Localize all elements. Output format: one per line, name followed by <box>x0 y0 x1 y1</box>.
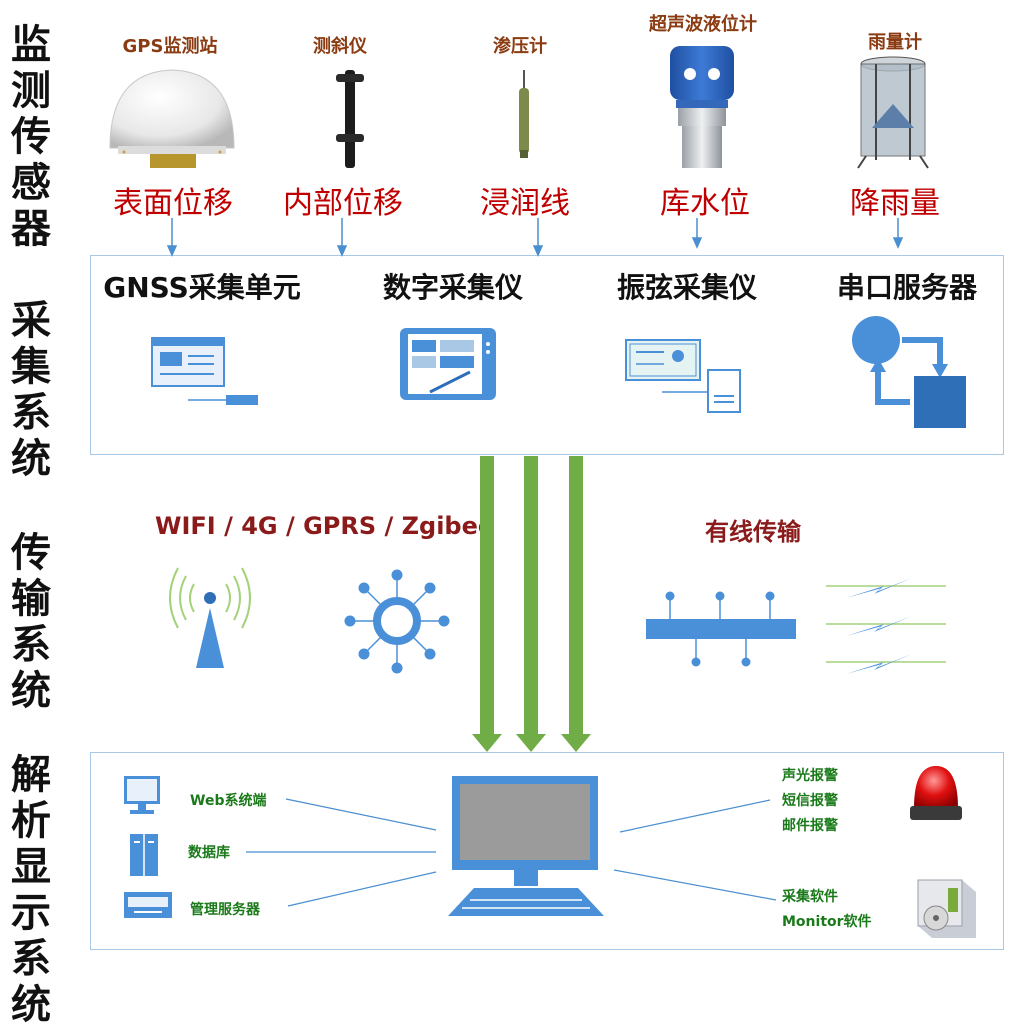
section-label-acquire: 采集系统 <box>11 298 51 482</box>
software-box-icon <box>917 879 976 938</box>
server-icon <box>124 892 172 918</box>
monitor-icon <box>124 776 160 814</box>
measure-water-level: 库水位 <box>660 186 750 221</box>
unit-title-digital: 数字采集仪 <box>382 271 523 304</box>
database-label: 数据库 <box>188 845 230 861</box>
tablet-icon <box>400 328 496 400</box>
sensor-name-ultrasonic: 超声波液位计 <box>649 14 757 35</box>
measure-internal-displacement: 内部位移 <box>283 186 403 221</box>
wireless-tower-icon <box>169 567 251 668</box>
signal-lightning-icon <box>826 578 946 674</box>
web-system-label: Web系统端 <box>190 793 267 809</box>
sensor-to-acquisition-arrows <box>166 218 904 257</box>
alarm-sound-light: 声光报警 <box>782 768 838 784</box>
network-hub-icon <box>344 569 450 674</box>
piezometer-icon <box>519 70 529 158</box>
central-computer-icon <box>448 776 604 916</box>
sensor-name-inclinometer: 测斜仪 <box>313 36 367 57</box>
database-icon <box>130 834 158 876</box>
diagram-graphics <box>109 46 976 938</box>
alarm-sms: 短信报警 <box>782 793 838 809</box>
sensor-name-rain-gauge: 雨量计 <box>868 32 922 53</box>
sensor-name-gps: GPS监测站 <box>122 36 218 57</box>
acquisition-box <box>90 255 1004 455</box>
wired-bus-icon <box>646 591 796 667</box>
gps-dome-icon <box>109 69 235 168</box>
connector-lines <box>246 798 777 907</box>
unit-title-serial: 串口服务器 <box>836 271 977 304</box>
measure-phreatic-line: 浸润线 <box>480 186 570 221</box>
section-label-display: 解析显示系统 <box>11 752 51 1028</box>
unit-title-gnss: GNSS采集单元 <box>103 271 301 304</box>
sensor-name-piezometer: 渗压计 <box>493 36 547 57</box>
section-label-monitor: 监测传感器 <box>11 22 51 252</box>
wireless-label: WIFI / 4G / GPRS / Zgibee <box>155 512 495 540</box>
management-server-label: 管理服务器 <box>190 902 260 918</box>
wired-label: 有线传输 <box>705 518 801 546</box>
alarm-light-icon <box>910 766 962 820</box>
data-flow-arrows <box>472 456 591 752</box>
inclinometer-icon <box>336 70 364 168</box>
certificate-server-icon <box>625 339 741 413</box>
ultrasonic-level-icon <box>670 46 734 168</box>
software-monitor: Monitor软件 <box>782 914 872 930</box>
measure-rainfall: 降雨量 <box>850 186 940 221</box>
measure-surface-displacement: 表面位移 <box>113 186 233 221</box>
section-label-transmit: 传输系统 <box>11 530 51 714</box>
gnss-unit-icon <box>151 337 258 405</box>
software-acquisition: 采集软件 <box>782 889 838 905</box>
rain-gauge-icon <box>857 56 929 169</box>
alarm-email: 邮件报警 <box>782 818 838 834</box>
serial-server-icon <box>852 316 966 428</box>
unit-title-vibrating-wire: 振弦采集仪 <box>616 271 757 304</box>
